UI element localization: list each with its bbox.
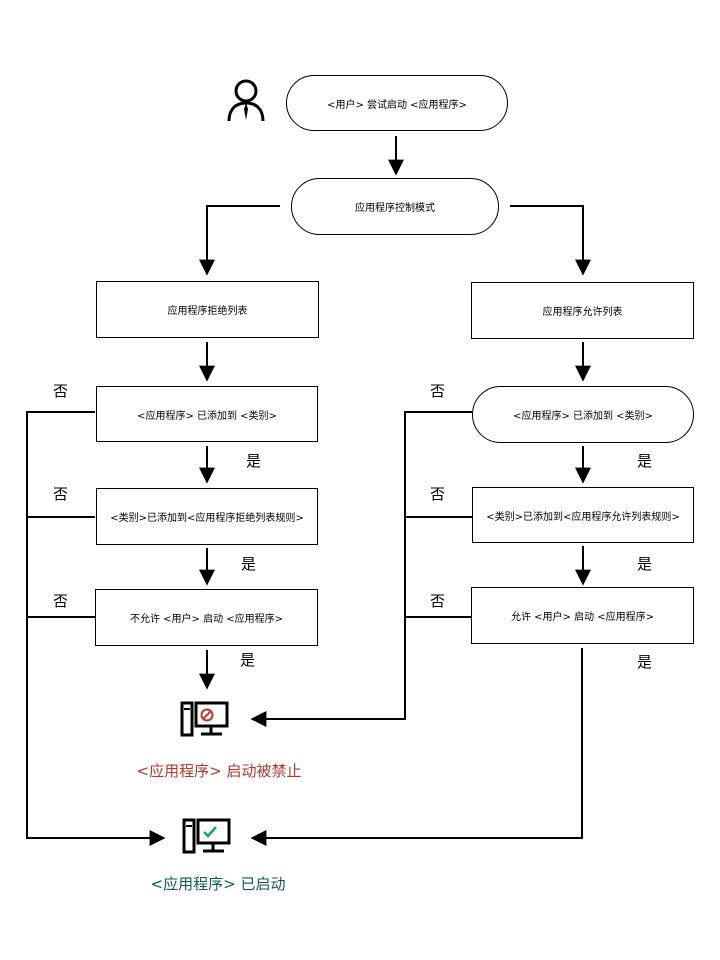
- label-yes-allow-user: 是: [637, 653, 653, 671]
- deny-user-node: 不允许 <用户> 启动 <应用程序>: [95, 589, 318, 646]
- label-no-deny-category: 否: [53, 382, 69, 400]
- control-mode-node: 应用程序控制模式: [291, 178, 499, 235]
- label-no-allow-user: 否: [430, 592, 446, 610]
- allow-rule-node: <类别>已添加到<应用程序允许列表规则>: [472, 487, 694, 543]
- label-yes-allow-category: 是: [637, 452, 653, 470]
- label-no-deny-rule: 否: [53, 485, 69, 503]
- label-yes-allow-rule: 是: [637, 555, 653, 573]
- allow-user-node: 允许 <用户> 启动 <应用程序>: [471, 587, 694, 644]
- edge-allow-user-started: [250, 648, 583, 846]
- edge-deny-no-bus: [26, 411, 166, 846]
- label-no-allow-rule: 否: [430, 485, 446, 503]
- deny-rule-node: <类别>已添加到<应用程序拒绝列表规则>: [96, 488, 318, 545]
- result-started-text: <应用程序> 已启动: [150, 875, 286, 893]
- computer-allowed-icon: [182, 818, 231, 854]
- edge-mode-denylist: [199, 205, 280, 276]
- label-yes-deny-category: 是: [246, 452, 262, 470]
- edge-allow-no-bus: [250, 411, 472, 727]
- computer-blocked-icon: [180, 701, 229, 737]
- denylist-node: 应用程序拒绝列表: [96, 281, 319, 338]
- deny-category-node: <应用程序> 已添加到 <类别>: [96, 386, 318, 442]
- label-yes-deny-rule: 是: [241, 555, 257, 573]
- result-blocked-text: <应用程序> 启动被禁止: [136, 762, 302, 780]
- label-no-deny-user: 否: [53, 592, 69, 610]
- start-node: <用户> 尝试启动 <应用程序>: [286, 75, 508, 131]
- allow-category-node: <应用程序> 已添加到 <类别>: [472, 386, 694, 443]
- label-no-allow-category: 否: [430, 382, 446, 400]
- label-yes-deny-user: 是: [240, 651, 256, 669]
- user-icon: [227, 79, 265, 122]
- edge-mode-allowlist: [510, 205, 591, 276]
- allowlist-node: 应用程序允许列表: [471, 282, 694, 339]
